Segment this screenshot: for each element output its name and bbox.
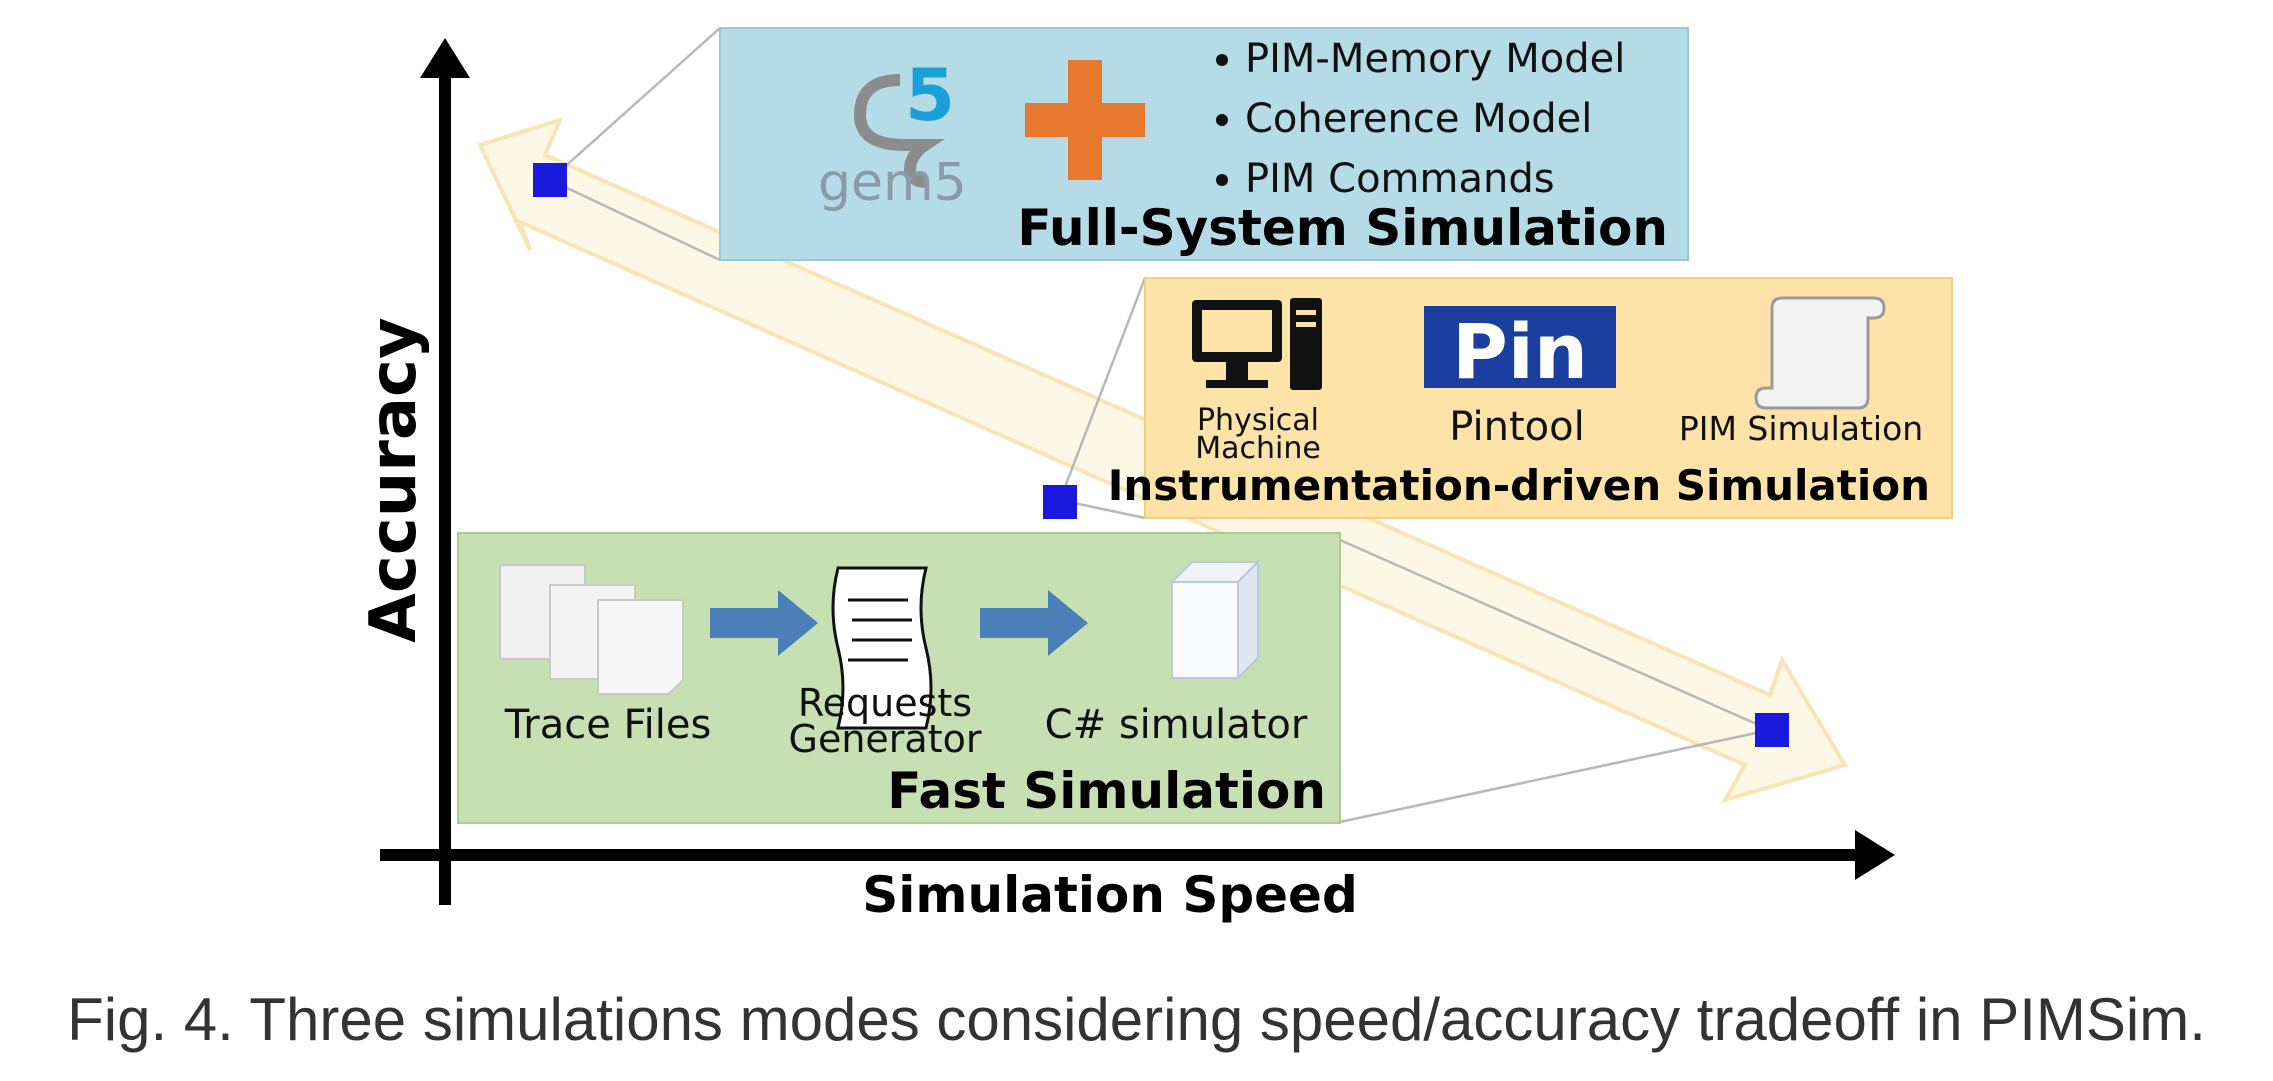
csharp-simulator-label: C# simulator — [1045, 702, 1308, 748]
y-axis — [420, 38, 470, 905]
marker-fast — [1755, 713, 1789, 747]
pin-logo: Pin — [1424, 306, 1616, 396]
y-axis-label: Accuracy — [357, 317, 431, 642]
marker-instrumentation — [1043, 485, 1077, 519]
instrumentation-title: Instrumentation-driven Simulation — [1108, 461, 1930, 510]
pim-simulation-label: PIM Simulation — [1679, 409, 1923, 448]
gem5-badge: 5 — [905, 53, 955, 137]
x-axis-label: Simulation Speed — [862, 866, 1358, 924]
gem5-logo-text: gem5 — [818, 153, 967, 213]
full-system-bullets: PIM-Memory Model Coherence Model PIM Com… — [1216, 36, 1625, 202]
trace-files-label: Trace Files — [504, 702, 712, 748]
trace-files-icon — [499, 564, 684, 695]
full-system-box: 5 gem5 PIM-Memory Model Coherence Model … — [719, 27, 1689, 261]
physical-machine-label-line1: Physical — [1197, 403, 1319, 438]
physical-machine-icon — [1192, 298, 1322, 390]
flow-arrow-1 — [710, 590, 818, 656]
pintool-label: Pintool — [1449, 404, 1584, 450]
full-system-title: Full-System Simulation — [1017, 199, 1668, 257]
csharp-simulator-icon — [1169, 559, 1261, 681]
flow-arrow-2 — [980, 590, 1088, 656]
bullet-coherence-model: Coherence Model — [1245, 96, 1592, 142]
bullet-pim-commands: PIM Commands — [1245, 156, 1555, 202]
scroll-icon — [1754, 296, 1886, 410]
requests-generator-icon — [831, 566, 933, 730]
plus-icon — [1025, 60, 1145, 180]
fast-simulation-box: Trace Files Requests Generator C# simula… — [457, 532, 1341, 824]
fast-simulation-title: Fast Simulation — [887, 762, 1326, 820]
marker-full-system — [533, 163, 567, 197]
pin-logo-text: Pin — [1452, 307, 1588, 396]
requests-generator-label-line2: Generator — [789, 717, 982, 761]
physical-machine-label-line2: Machine — [1195, 431, 1321, 466]
x-axis — [380, 830, 1895, 880]
figure-caption: Fig. 4. Three simulations modes consider… — [67, 986, 2206, 1053]
requests-generator-label-line1: Requests — [798, 681, 972, 725]
instrumentation-box: Physical Machine Pin Pintool PIM Simulat… — [1108, 277, 1953, 519]
bullet-pim-memory-model: PIM-Memory Model — [1245, 36, 1625, 82]
gem5-logo: 5 gem5 — [818, 53, 967, 213]
